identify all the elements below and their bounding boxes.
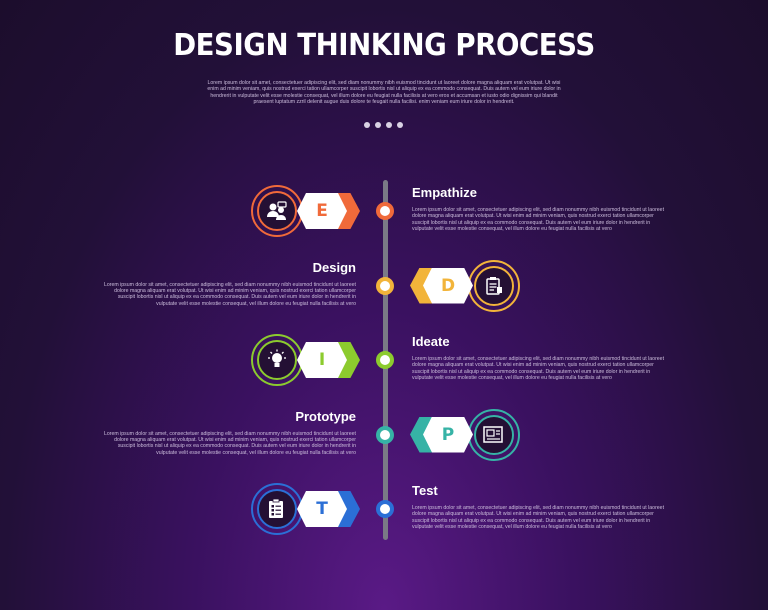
step-title: Test xyxy=(412,483,438,498)
dots-divider xyxy=(364,122,403,128)
timeline-node xyxy=(376,202,394,220)
step-title: Design xyxy=(312,259,356,275)
blueprint-icon xyxy=(474,414,514,455)
step-letter: T xyxy=(297,491,347,527)
lightbulb-icon xyxy=(257,340,297,380)
step-description: Lorem ipsum dolor sit amet, consectetuer… xyxy=(103,281,356,307)
page-title: DESIGN THINKING PROCESS xyxy=(173,28,595,63)
step-description: Lorem ipsum dolor sit amet, consectetuer… xyxy=(412,505,665,531)
step-letter: E xyxy=(297,193,347,229)
step-letter: P xyxy=(423,416,473,453)
clipboard-icon xyxy=(474,265,514,306)
step-title: Ideate xyxy=(412,334,450,349)
timeline-node xyxy=(376,276,394,295)
timeline-node xyxy=(376,351,394,369)
step-description: Lorem ipsum dolor sit amet, consectetuer… xyxy=(103,430,356,456)
step-title: Empathize xyxy=(412,185,478,200)
timeline-node xyxy=(376,425,394,444)
timeline-node xyxy=(376,500,394,518)
step-letter: I xyxy=(297,342,347,378)
step-letter: D xyxy=(423,267,473,304)
step-title: Prototype xyxy=(295,408,356,424)
page-subtitle: Lorem ipsum dolor sit amet, consectetuer… xyxy=(207,80,561,105)
people-icon xyxy=(257,191,297,231)
checklist-icon xyxy=(257,489,297,529)
step-description: Lorem ipsum dolor sit amet, consectetuer… xyxy=(412,356,665,382)
step-description: Lorem ipsum dolor sit amet, consectetuer… xyxy=(412,207,665,233)
